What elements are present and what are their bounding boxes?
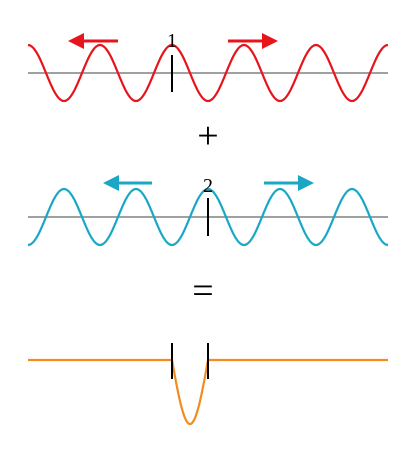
wave-1-group: 1 (27, 30, 389, 103)
wave-1-label: 1 (167, 30, 177, 52)
wave-2-right-arrow (264, 175, 314, 191)
wave-1-curve (27, 43, 389, 103)
wave-2-left-arrow (103, 175, 152, 191)
result-curve (28, 358, 388, 426)
wave-2-curve (27, 187, 389, 247)
wave-1-left-arrow (68, 33, 118, 49)
wave-2-group: 2 (27, 175, 389, 247)
plus-symbol: + (197, 115, 218, 157)
result-group (28, 343, 388, 426)
equals-symbol: = (192, 270, 213, 312)
wave-1-right-arrow (228, 33, 278, 49)
wave-2-label: 2 (203, 175, 213, 197)
